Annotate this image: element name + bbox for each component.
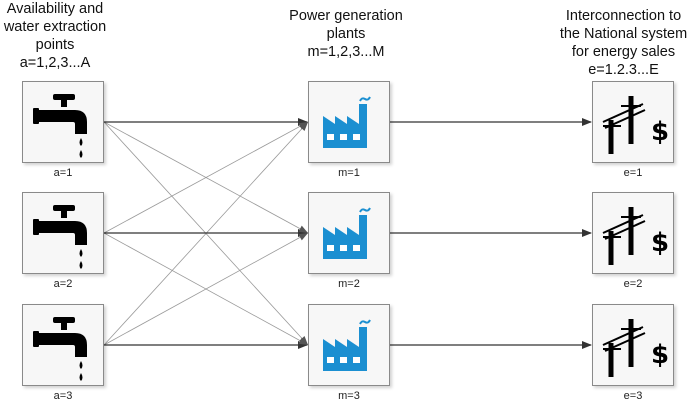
extraction-label-3: a=3 — [53, 390, 73, 402]
generation-plant-3 — [308, 304, 390, 386]
generation-label-3: m=3 — [338, 390, 360, 402]
generation-label-1: m=1 — [338, 167, 360, 179]
power-line-dollar-icon — [593, 82, 673, 162]
power-line-dollar-icon — [593, 193, 673, 273]
power-line-dollar-icon — [593, 305, 673, 385]
factory-icon — [322, 96, 371, 149]
extraction-heading-line-1: Availability and — [6, 1, 104, 17]
generation-heading-line-2: plants — [326, 26, 366, 42]
interconnection-heading-line-3: for energy sales — [571, 44, 676, 60]
generation-heading-line-1: Power generation — [289, 8, 403, 24]
extraction-point-3 — [22, 304, 104, 386]
interconnection-label-2: e=2 — [623, 278, 643, 290]
interconnection-heading-line-4: e=1.2.3...E — [588, 62, 659, 78]
extraction-heading-line-3: points — [35, 37, 75, 53]
interconnection-point-1 — [592, 81, 674, 163]
generation-plant-2 — [308, 192, 390, 274]
interconnection-label-1: e=1 — [623, 167, 643, 179]
interconnection-point-2 — [592, 192, 674, 274]
extraction-label-2: a=2 — [53, 278, 73, 290]
factory-icon — [322, 207, 371, 260]
extraction-point-2 — [22, 192, 104, 274]
factory-icon — [322, 319, 371, 372]
interconnection-heading-line-1: Interconnection to — [565, 8, 682, 24]
extraction-point-1 — [22, 81, 104, 163]
water-tap-icon — [33, 94, 87, 158]
cross-link-a3-m2 — [103, 232, 309, 346]
water-tap-icon — [33, 205, 87, 269]
cross-arrowhead-a1-m2 — [298, 225, 308, 233]
cross-arrowhead-a3-m1 — [299, 122, 308, 132]
interconnection-heading-line-2: the National system — [559, 26, 688, 42]
interconnection-label-3: e=3 — [623, 390, 643, 402]
generation-heading: Power generation plants m=1,2,3...M — [276, 7, 416, 61]
extraction-label-1: a=1 — [53, 167, 73, 179]
interconnection-point-3 — [592, 304, 674, 386]
cross-arrowhead-a2-m3 — [298, 337, 308, 345]
extraction-heading-line-2: water extraction — [3, 19, 107, 35]
extraction-heading-line-4: a=1,2,3...A — [19, 55, 91, 71]
cross-arrowhead-a3-m2 — [298, 233, 308, 241]
interconnection-heading: Interconnection to the National system f… — [548, 7, 699, 79]
generation-heading-line-3: m=1,2,3...M — [307, 44, 385, 60]
extraction-heading: Availability and water extraction points… — [0, 0, 110, 72]
generation-label-2: m=2 — [338, 278, 360, 290]
water-tap-icon — [33, 317, 87, 381]
cross-link-a2-m1 — [103, 121, 309, 234]
generation-plant-1 — [308, 81, 390, 163]
